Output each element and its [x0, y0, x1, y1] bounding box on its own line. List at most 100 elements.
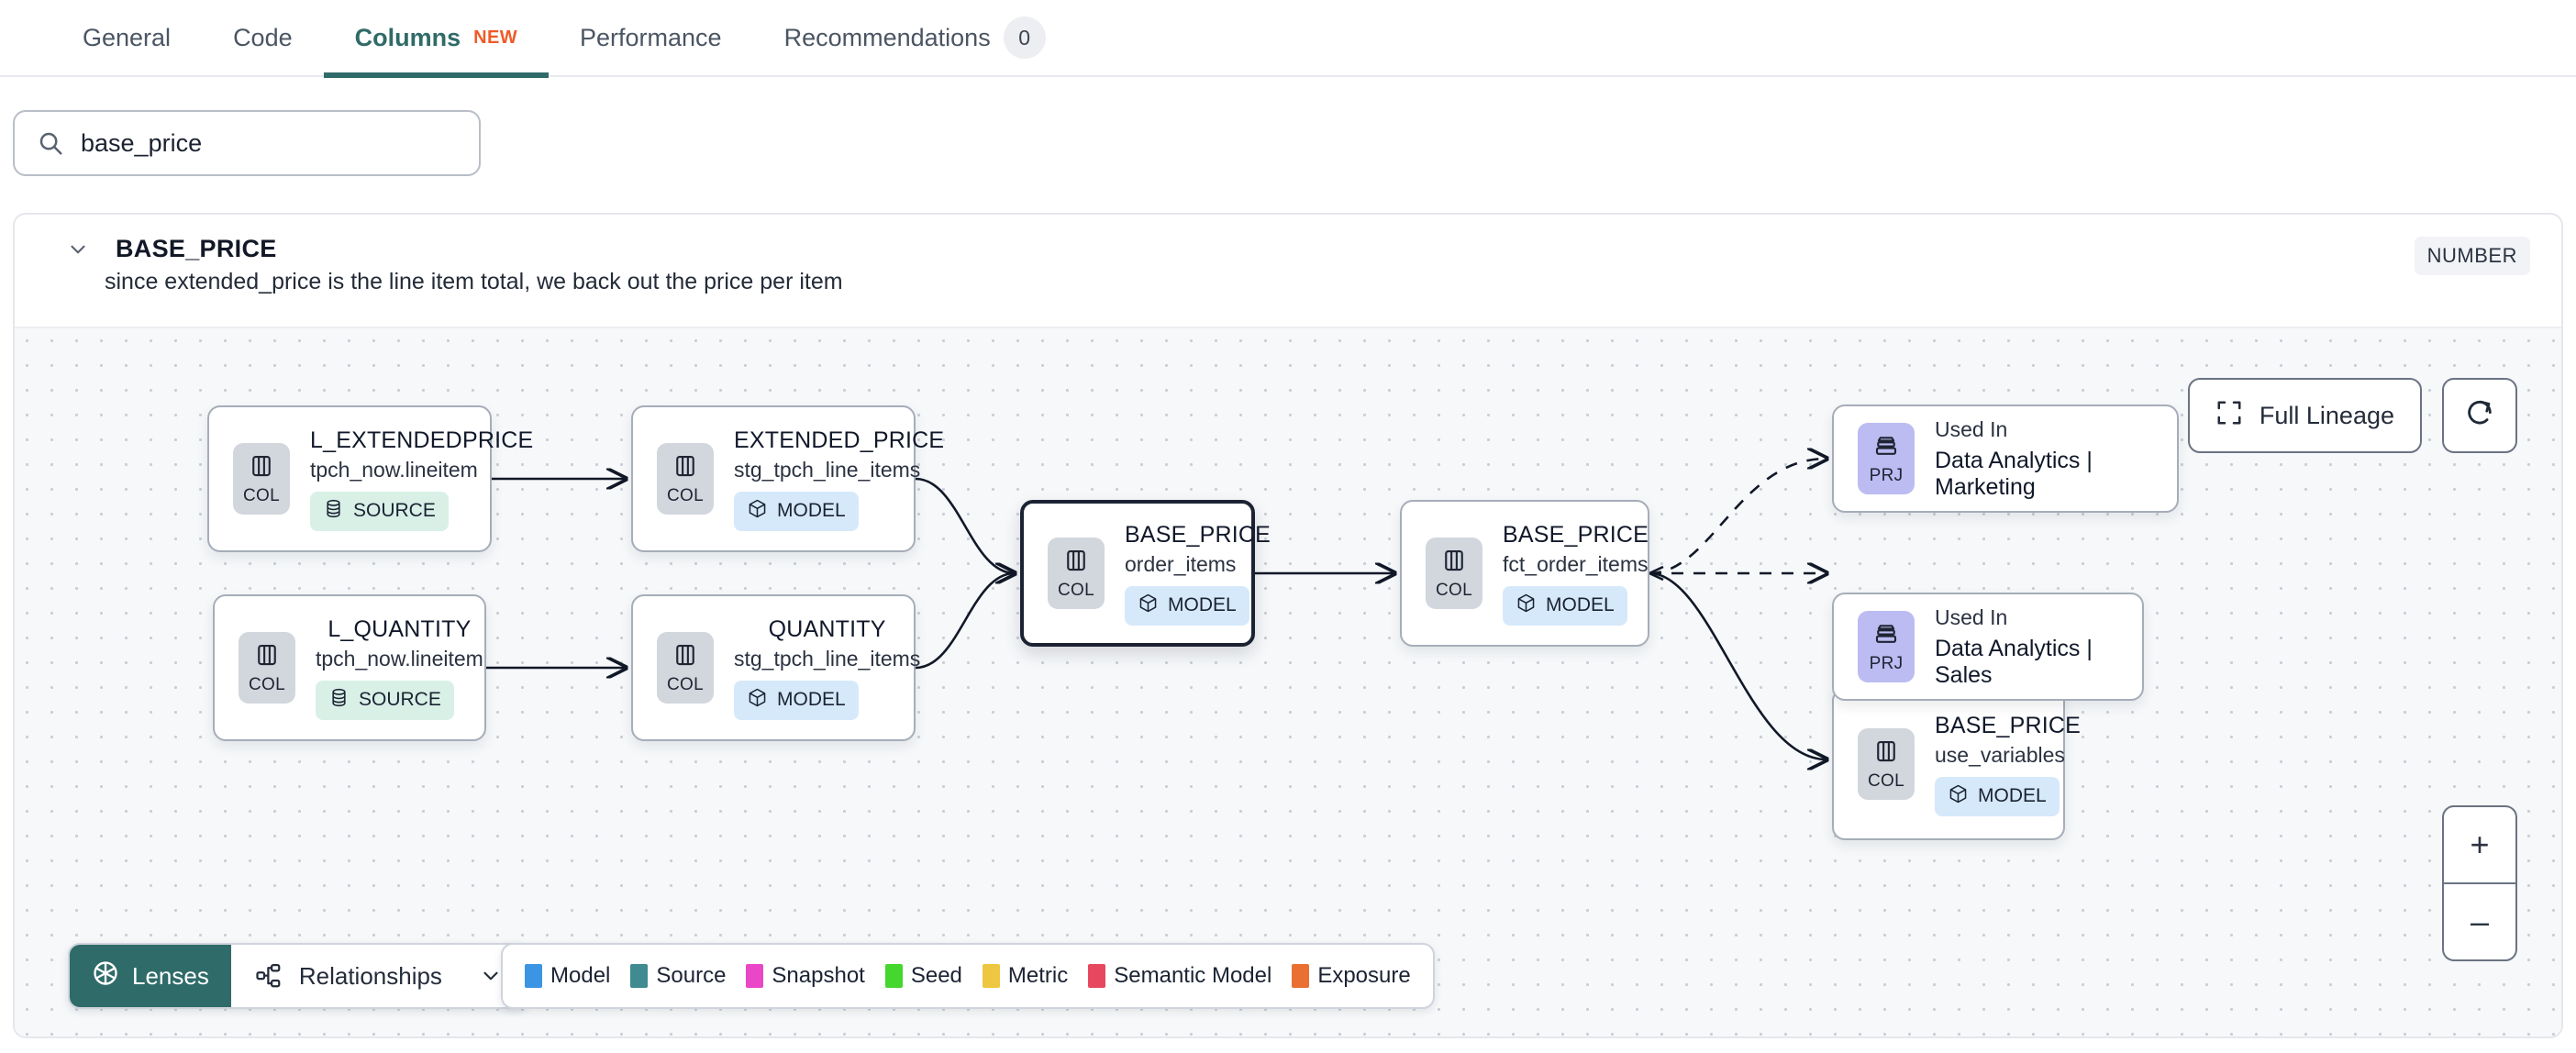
lineage-node[interactable]: COL L_EXTENDEDPRICE tpch_now.lineitem SO…: [207, 405, 533, 552]
lenses-button[interactable]: Lenses: [70, 945, 231, 1007]
lineage-node[interactable]: COL BASE_PRICE order_items MODEL: [1020, 500, 1271, 647]
column-detail-panel: BASE_PRICE NUMBER since extended_price i…: [13, 213, 2563, 1038]
legend-swatch: [982, 964, 1000, 988]
badge-label: COL: [249, 674, 285, 694]
legend-item: Source: [630, 963, 726, 989]
relationships-dropdown[interactable]: Relationships: [230, 945, 527, 1007]
search-icon: [37, 129, 64, 157]
node-type-pill: MODEL: [734, 680, 859, 720]
zoom-in-button[interactable]: +: [2444, 807, 2515, 884]
relationships-label: Relationships: [298, 961, 442, 990]
column-icon: [1872, 737, 1900, 770]
column-badge: COL: [1048, 538, 1105, 609]
column-badge: COL: [657, 632, 714, 704]
project-badge: PRJ: [1858, 611, 1915, 682]
badge-label: COL: [243, 485, 280, 505]
node-title: BASE_PRICE: [1503, 521, 1649, 548]
legend-label: Source: [656, 963, 727, 988]
node-title: L_EXTENDEDPRICE: [310, 427, 534, 453]
pill-label: SOURCE: [353, 500, 436, 521]
pill-label: MODEL: [1168, 594, 1237, 615]
refresh-icon: [2464, 398, 2495, 434]
tab-code[interactable]: Code: [202, 0, 324, 76]
column-icon: [672, 641, 699, 673]
node-title: QUANTITY: [768, 615, 886, 642]
tab-count-badge: 0: [1003, 17, 1046, 59]
legend-label: Model: [550, 963, 611, 988]
lenses-label: Lenses: [132, 961, 209, 990]
legend-item: Model: [525, 963, 610, 989]
tab-recommendations[interactable]: Recommendations 0: [753, 0, 1077, 76]
column-icon: [1440, 547, 1468, 579]
lineage-node[interactable]: COL QUANTITY stg_tpch_line_items MODEL: [631, 594, 920, 741]
node-body: L_QUANTITY tpch_now.lineitem SOURCE: [316, 616, 483, 720]
used-in-node[interactable]: PRJ Used In Data Analytics | Marketing: [1832, 405, 2179, 513]
legend-label: Exposure: [1317, 963, 1411, 988]
lineage-canvas[interactable]: COL L_EXTENDEDPRICE tpch_now.lineitem SO…: [15, 327, 2561, 1036]
lineage-node[interactable]: COL BASE_PRICE use_variables MODEL: [1832, 688, 2081, 840]
tab-performance[interactable]: Performance: [549, 0, 753, 76]
node-type-pill: SOURCE: [310, 491, 449, 531]
tab-label: Recommendations: [783, 23, 991, 51]
search-box[interactable]: [13, 110, 481, 176]
pill-label: MODEL: [1546, 594, 1615, 615]
node-subtitle: stg_tpch_line_items: [734, 646, 921, 671]
node-subtitle: order_items: [1125, 551, 1237, 576]
legend-swatch: [1292, 964, 1310, 988]
node-body: EXTENDED_PRICE stg_tpch_line_items MODEL: [734, 427, 944, 531]
zoom-controls[interactable]: + –: [2442, 805, 2517, 961]
pill-label: MODEL: [777, 689, 846, 710]
project-icon: [1872, 620, 1900, 652]
pill-label: MODEL: [1978, 785, 2047, 806]
full-lineage-button[interactable]: Full Lineage: [2187, 378, 2422, 453]
legend-swatch: [1088, 964, 1106, 988]
node-body: QUANTITY stg_tpch_line_items MODEL: [734, 616, 920, 720]
column-description: since extended_price is the line item to…: [105, 269, 843, 294]
node-type-pill: MODEL: [1935, 776, 2060, 816]
project-badge: PRJ: [1858, 423, 1915, 494]
column-title-row[interactable]: BASE_PRICE: [66, 215, 2530, 263]
legend-label: Semantic Model: [1114, 963, 1272, 988]
node-title: BASE_PRICE: [1935, 712, 2082, 738]
legend-item: Exposure: [1292, 963, 1411, 989]
database-icon: [323, 498, 344, 525]
node-subtitle: tpch_now.lineitem: [316, 646, 483, 671]
column-badge: COL: [1426, 538, 1482, 609]
node-type-legend: Model Source Snapshot Seed Metric Semant…: [501, 943, 1435, 1009]
pill-label: MODEL: [777, 500, 846, 521]
node-subtitle: tpch_now.lineitem: [310, 457, 478, 482]
node-type-pill: SOURCE: [316, 680, 454, 720]
chevron-down-icon: [479, 964, 503, 988]
legend-swatch: [630, 964, 649, 988]
lineage-node[interactable]: COL BASE_PRICE fct_order_items MODEL: [1400, 500, 1649, 647]
expand-icon: [2215, 399, 2243, 433]
legend-item: Semantic Model: [1088, 963, 1271, 989]
database-icon: [328, 687, 350, 714]
zoom-out-button[interactable]: –: [2470, 903, 2490, 940]
node-body: Used In Data Analytics | Marketing: [1935, 417, 2153, 501]
lineage-node[interactable]: COL L_QUANTITY tpch_now.lineitem SOURCE: [213, 594, 486, 741]
badge-label: COL: [1058, 580, 1094, 600]
cube-icon: [747, 498, 768, 525]
column-icon: [1062, 547, 1090, 579]
lineage-edges: [486, 328, 2561, 1036]
node-body: BASE_PRICE use_variables MODEL: [1935, 713, 2081, 816]
column-badge: COL: [1858, 728, 1915, 800]
search-input[interactable]: [81, 128, 457, 158]
tab-label: Code: [233, 23, 293, 51]
used-in-node[interactable]: PRJ Used In Data Analytics | Sales: [1832, 593, 2144, 701]
pill-label: SOURCE: [359, 689, 441, 710]
badge-label: COL: [1436, 580, 1472, 600]
hierarchy-icon: [255, 962, 283, 990]
tab-label: Columns: [354, 23, 461, 51]
tab-general[interactable]: General: [51, 0, 202, 76]
node-body: BASE_PRICE fct_order_items MODEL: [1503, 522, 1649, 626]
chevron-down-icon[interactable]: [66, 238, 90, 261]
project-icon: [1872, 432, 1900, 464]
used-in-value: Data Analytics | Marketing: [1935, 447, 2093, 500]
lineage-node[interactable]: COL EXTENDED_PRICE stg_tpch_line_items M…: [631, 405, 944, 552]
badge-label: PRJ: [1869, 653, 1904, 673]
refresh-button[interactable]: [2442, 378, 2517, 453]
